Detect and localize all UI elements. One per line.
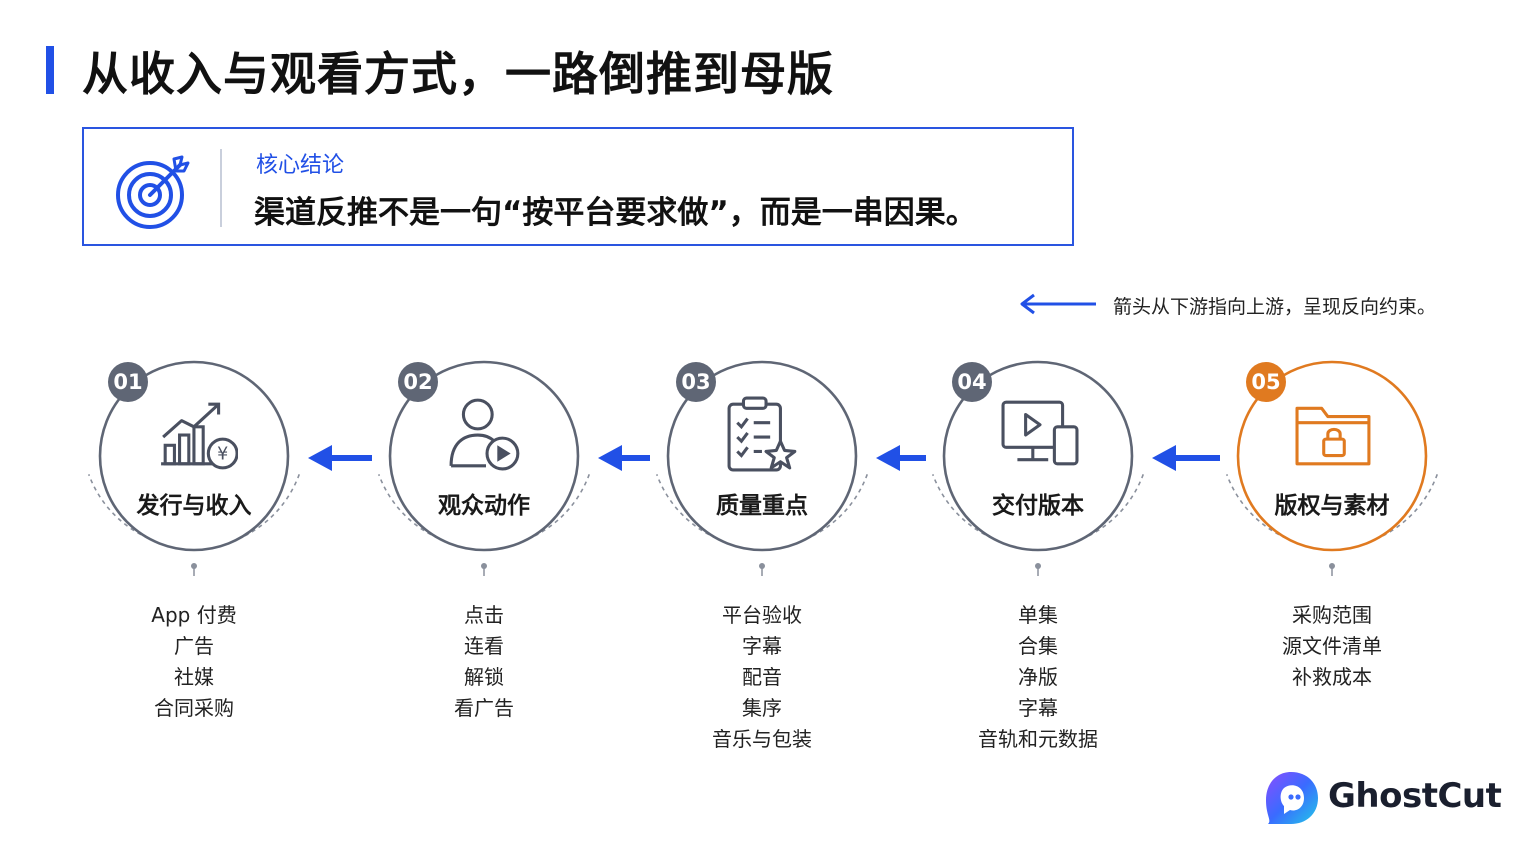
viewer-play-icon [444, 396, 528, 476]
step-detail-item: 点击 [464, 603, 504, 627]
step-detail-item: App 付费 [151, 603, 237, 627]
step-detail-item: 字幕 [742, 634, 782, 658]
step-detail-item: 采购范围 [1292, 603, 1372, 627]
step-name: 发行与收入 [136, 493, 252, 519]
step-name: 观众动作 [438, 493, 530, 519]
step-detail-item: 解锁 [464, 665, 504, 689]
step-detail-item: 源文件清单 [1282, 634, 1382, 658]
step-circle [388, 360, 580, 552]
locked-folder-icon [1292, 396, 1376, 476]
brand-name: GhostCut [1328, 776, 1502, 816]
step-name: 质量重点 [716, 493, 808, 519]
step-detail-list: 采购范围源文件清单补救成本 [1222, 600, 1442, 693]
callout-text: 渠道反推不是一句“按平台要求做”，而是一串因果。 [254, 195, 977, 231]
step-number-badge: 03 [676, 362, 716, 402]
callout-divider [220, 149, 222, 227]
step-detail-item: 合同采购 [154, 696, 234, 720]
step-circle [942, 360, 1134, 552]
step-detail-item: 社媒 [174, 665, 214, 689]
revenue-chart-icon: ¥ [154, 396, 239, 476]
step-number-badge: 02 [398, 362, 438, 402]
step-detail-item: 看广告 [454, 696, 514, 720]
step-detail-list: 单集合集净版字幕音轨和元数据 [928, 600, 1148, 755]
step-detail-item: 连看 [464, 634, 504, 658]
flow-arrow [1152, 445, 1220, 471]
step-detail-item: 音乐与包装 [712, 727, 812, 751]
step-detail-item: 单集 [1018, 603, 1058, 627]
step-number-badge: 01 [108, 362, 148, 402]
step-detail-item: 平台验收 [722, 603, 802, 627]
left-arrow-icon [1020, 293, 1096, 315]
step-number-badge: 04 [952, 362, 992, 402]
step-detail-item: 补救成本 [1292, 665, 1372, 689]
step-name: 版权与素材 [1274, 493, 1390, 519]
step-detail-item: 配音 [742, 665, 782, 689]
flow-arrow [308, 445, 372, 471]
ghostcut-logo: GhostCut [1262, 770, 1502, 826]
step-circle [666, 360, 858, 552]
step-detail-item: 字幕 [1018, 696, 1058, 720]
callout-label: 核心结论 [256, 153, 345, 178]
step-detail-list: 平台验收字幕配音集序音乐与包装 [652, 600, 872, 755]
step-detail-item: 广告 [174, 634, 214, 658]
title-accent-bar [46, 46, 54, 94]
legend-text: 箭头从下游指向上游，呈现反向约束。 [1113, 296, 1437, 318]
flow-arrow [598, 445, 650, 471]
step-detail-item: 音轨和元数据 [978, 727, 1098, 751]
checklist-star-icon [722, 396, 806, 476]
step-detail-item: 净版 [1018, 665, 1058, 689]
step-detail-list: App 付费广告社媒合同采购 [84, 600, 304, 724]
core-conclusion-callout: 核心结论 渠道反推不是一句“按平台要求做”，而是一串因果。 [82, 127, 1074, 246]
page-title: 从收入与观看方式，一路倒推到母版 [82, 47, 834, 101]
flow-arrow [876, 445, 926, 471]
step-detail-item: 合集 [1018, 634, 1058, 658]
ghost-logo-icon [1266, 772, 1318, 824]
devices-play-icon [998, 396, 1082, 476]
step-number-badge: 05 [1246, 362, 1286, 402]
step-detail-item: 集序 [742, 696, 782, 720]
target-icon [116, 155, 190, 229]
step-name: 交付版本 [992, 493, 1084, 519]
svg-text:¥: ¥ [217, 445, 228, 465]
step-detail-list: 点击连看解锁看广告 [374, 600, 594, 724]
